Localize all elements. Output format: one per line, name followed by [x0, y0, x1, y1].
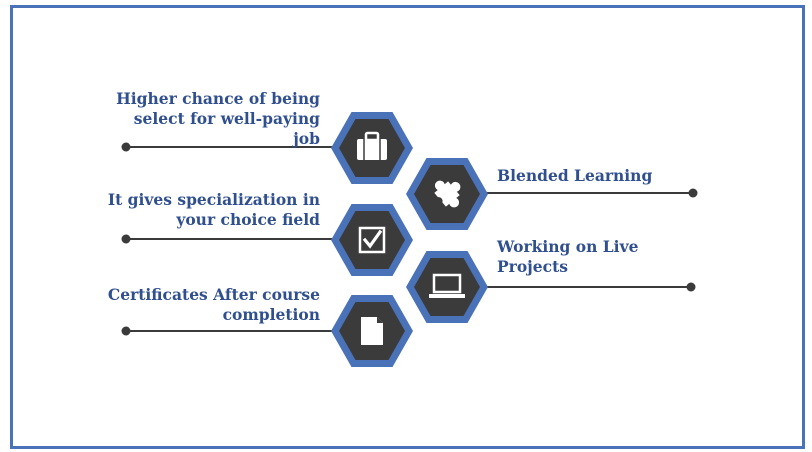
hexagon-inner	[339, 211, 405, 269]
label-live: Working on Live Projects	[497, 237, 639, 276]
connector-dot-job	[121, 142, 131, 152]
label-specialization: It gives specialization in your choice f…	[107, 190, 320, 229]
label-certificates: Certificates After course completion	[107, 285, 320, 324]
hexagon-live	[406, 251, 488, 323]
hexagon-certificates	[331, 295, 413, 367]
connector-dot-blended	[688, 188, 698, 198]
briefcase-icon	[357, 131, 387, 160]
connector-lines	[121, 142, 698, 336]
label-blended: Blended Learning	[497, 166, 653, 185]
connector-dot-certificates	[121, 326, 131, 336]
laptop-icon	[429, 273, 465, 298]
hexagon-inner	[414, 258, 480, 316]
connector-dot-specialization	[121, 234, 131, 244]
connector-dot-live	[686, 282, 696, 292]
diagram-frame	[10, 5, 805, 449]
hexagon-specialization	[331, 204, 413, 276]
checkbox-icon	[358, 226, 386, 254]
document-icon	[361, 317, 383, 345]
puzzle-icon	[434, 180, 461, 208]
label-job: Higher chance of being select for well-p…	[116, 89, 320, 148]
hexagon-blended	[406, 158, 488, 230]
hexagon-job	[331, 112, 413, 184]
